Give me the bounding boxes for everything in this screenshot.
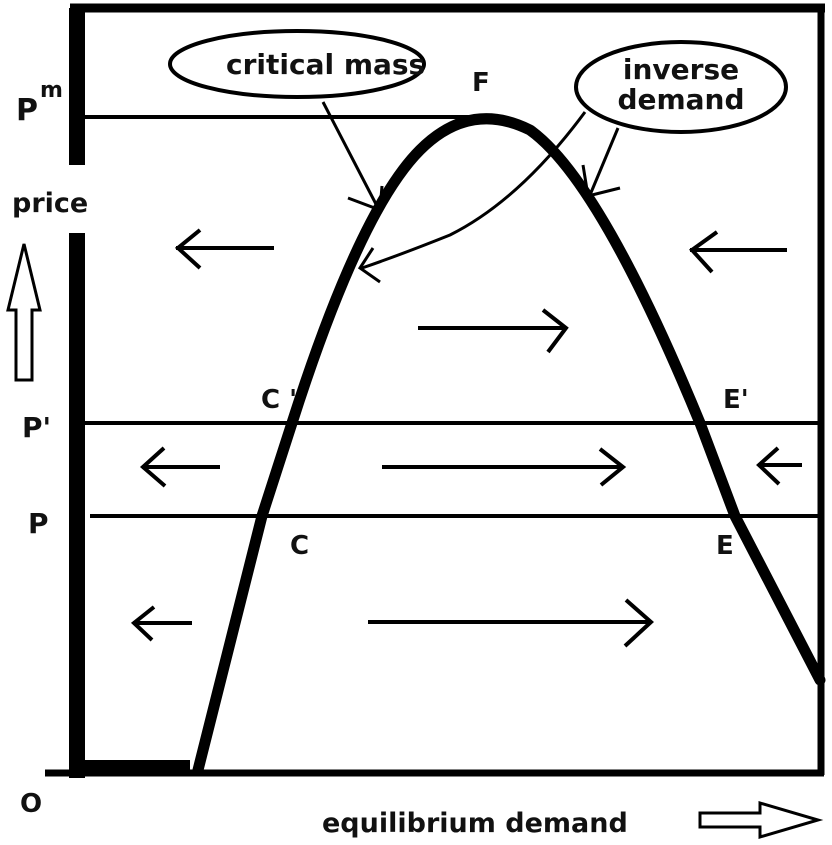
dynamics-arrows xyxy=(130,228,802,648)
zero-demand-segment xyxy=(84,760,190,774)
critical-mass-callout xyxy=(168,29,587,284)
x-axis-label: equilibrium demand xyxy=(322,808,628,839)
p-label: P xyxy=(28,507,49,540)
price-up-arrow-icon xyxy=(6,243,42,382)
pm-label: P xyxy=(16,93,38,128)
origin-label: O xyxy=(20,789,42,819)
p-prime-label: P' xyxy=(22,411,51,444)
point-e-prime-label: E' xyxy=(723,385,749,415)
plot-frame xyxy=(45,3,825,778)
point-c-label: C xyxy=(290,531,309,561)
inverse-demand-curve xyxy=(192,113,826,776)
inverse-demand-callout xyxy=(574,40,788,198)
point-c-prime-label: C ' xyxy=(261,385,297,415)
y-axis-label: price xyxy=(12,188,88,219)
inverse-demand-label-line1: inverse xyxy=(623,53,739,86)
pm-superscript: m xyxy=(40,78,63,103)
inverse-demand-label-line2: demand xyxy=(617,83,744,116)
critical-mass-label: critical mass xyxy=(226,48,425,81)
point-e-label: E xyxy=(716,531,734,561)
point-f-label: F xyxy=(472,68,490,98)
demand-right-arrow-icon xyxy=(698,800,824,840)
